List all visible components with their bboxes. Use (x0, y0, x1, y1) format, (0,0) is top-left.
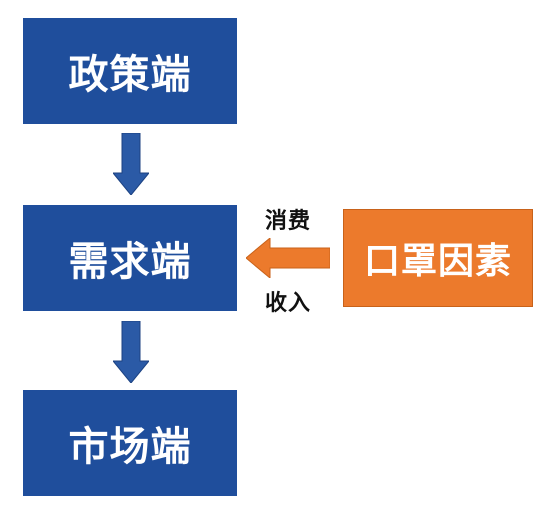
consume-label: 消费 (265, 209, 312, 234)
policy-node: 政策端 (23, 18, 237, 124)
market-node-label: 市场端 (68, 424, 192, 470)
down-arrow-icon (113, 321, 149, 383)
left-arrow-icon (246, 238, 330, 278)
policy-node-label: 政策端 (68, 52, 192, 98)
demand-node: 需求端 (23, 205, 237, 311)
market-node: 市场端 (23, 390, 237, 496)
demand-node-label: 需求端 (68, 239, 192, 285)
down-arrow-icon (113, 133, 149, 195)
mask-factor-node: 口罩因素 (343, 209, 533, 307)
income-label: 收入 (265, 291, 312, 316)
mask-factor-node-label: 口罩因素 (363, 241, 512, 282)
